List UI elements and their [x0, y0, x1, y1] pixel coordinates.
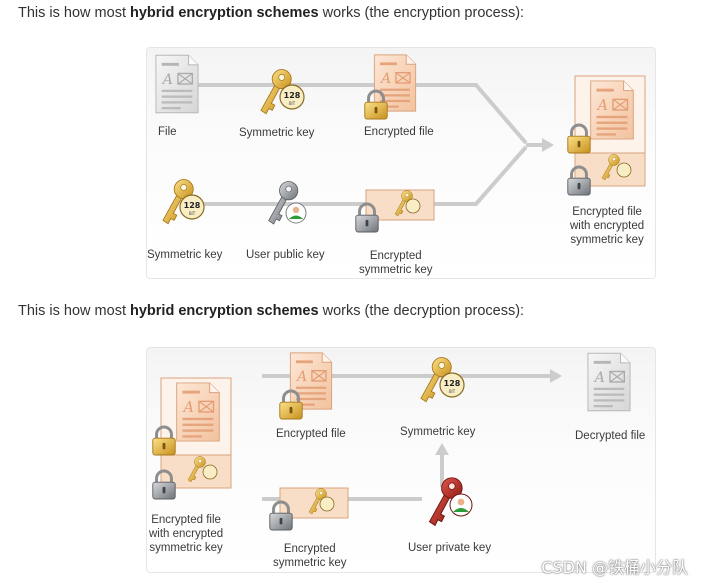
label-line: Encrypted — [283, 543, 336, 555]
128-bit-badge-icon: 128 BIT — [179, 194, 205, 220]
badge-bits: 128 — [184, 201, 201, 210]
decryption-intro: This is how most hybrid encryption schem… — [18, 303, 524, 319]
128-bit-badge-icon: 128 BIT — [279, 84, 305, 110]
file-icon — [154, 53, 200, 115]
encrypted-symmetric-key-icon — [365, 189, 435, 221]
label-line: symmetric key — [149, 542, 223, 554]
label-line: symmetric key — [359, 264, 433, 276]
badge-unit: BIT — [189, 211, 196, 216]
file-label: File — [158, 126, 177, 138]
encryption-flow-arrows — [186, 83, 554, 206]
lock-icon — [267, 500, 295, 532]
encryption-diagram: File 128 BIT Symmetric key Encrypted fil… — [146, 47, 656, 279]
badge-unit: BIT — [449, 389, 456, 394]
intro-text: works (the decryption process): — [318, 303, 525, 319]
source-label: Encrypted file with encrypted symmetric … — [149, 513, 223, 555]
user-public-key-label: User public key — [246, 249, 325, 261]
encrypted-bundle-icon — [574, 75, 646, 187]
lock-icon — [565, 123, 593, 155]
label-line: Encrypted file — [572, 206, 642, 218]
intro-text: This is how most — [18, 303, 130, 319]
user-avatar-icon — [285, 202, 307, 224]
symmetric-key-label: Symmetric key — [147, 249, 223, 261]
symmetric-key-label: Symmetric key — [400, 426, 476, 438]
128-bit-badge-icon: 128 BIT — [439, 372, 465, 398]
lock-icon — [565, 165, 593, 197]
label-line: with encrypted — [149, 528, 224, 540]
result-label: Encrypted file with encrypted symmetric … — [570, 205, 644, 247]
lock-icon — [362, 89, 390, 121]
lock-icon — [150, 469, 178, 501]
label-line: Encrypted — [369, 250, 422, 262]
label-line: symmetric key — [570, 234, 644, 246]
encrypted-symmetric-key-label: Encrypted symmetric key — [273, 542, 346, 570]
intro-bold: hybrid encryption schemes — [130, 5, 319, 21]
user-private-key-label: User private key — [408, 542, 492, 554]
user-avatar-icon — [449, 493, 473, 517]
encrypted-file-label: Encrypted file — [364, 126, 434, 138]
encryption-intro: This is how most hybrid encryption schem… — [18, 5, 524, 21]
intro-text: This is how most — [18, 5, 130, 21]
intro-text: works (the encryption process): — [318, 5, 525, 21]
decrypted-file-icon — [586, 351, 632, 413]
encrypted-file-label: Encrypted file — [276, 428, 346, 440]
lock-icon — [353, 202, 381, 234]
intro-bold: hybrid encryption schemes — [130, 303, 319, 319]
symmetric-key-label: Symmetric key — [239, 127, 315, 139]
decrypted-file-label: Decrypted file — [575, 430, 646, 442]
lock-icon — [150, 425, 178, 457]
badge-bits: 128 — [284, 91, 301, 100]
label-line: with encrypted — [570, 220, 645, 232]
encrypted-symmetric-key-label: Encrypted symmetric key — [359, 249, 432, 277]
badge-unit: BIT — [289, 101, 296, 106]
label-line: Encrypted file — [151, 514, 221, 526]
label-line: symmetric key — [273, 557, 347, 569]
watermark: CSDN @铁桶小分队 — [541, 558, 688, 577]
badge-bits: 128 — [444, 379, 461, 388]
encrypted-symmetric-key-icon — [279, 487, 349, 519]
lock-icon — [277, 389, 305, 421]
decryption-diagram: Encrypted file with encrypted symmetric … — [146, 347, 656, 573]
